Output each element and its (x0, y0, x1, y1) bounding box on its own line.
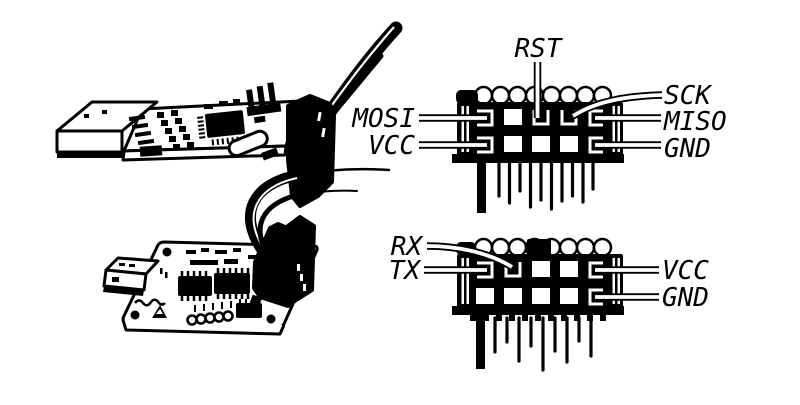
usb-programmer (55, 21, 403, 208)
serial-label-tx: TX (389, 256, 422, 286)
isp-wires (477, 158, 595, 213)
polarization-key (527, 239, 551, 255)
devboard-idc-connector (247, 215, 316, 312)
serial-body (457, 254, 623, 310)
isp-holes (504, 109, 578, 152)
serial-holes (476, 261, 578, 304)
mini-usb-jack (102, 256, 168, 296)
serial-connector: RX TX VCC GND (389, 232, 709, 372)
edge-fingers (128, 114, 163, 157)
warning-triangle (152, 305, 167, 318)
programmer-idc-connector (286, 94, 336, 208)
serial-label-vcc: VCC (662, 256, 709, 286)
isp-body (457, 102, 623, 158)
resistor-cluster (157, 99, 240, 150)
isp-label-mosi: MOSI (351, 104, 415, 134)
serial-leads (424, 242, 659, 301)
isp-ribbon-scallops (456, 85, 613, 106)
soic-chip-2 (214, 268, 250, 299)
usb-plug (55, 100, 159, 158)
isp-label-vcc: VCC (368, 131, 415, 161)
serial-label-rx: RX (391, 232, 424, 262)
devboard-pcb-edge (121, 319, 286, 336)
serial-crimp-teeth (470, 315, 606, 321)
isp-label-gnd: GND (664, 134, 711, 164)
mcu-chip (197, 110, 245, 146)
dev-board (102, 167, 391, 336)
isp-ear-slots (461, 106, 620, 152)
pad-row (186, 301, 234, 326)
serial-label-gnd: GND (662, 283, 709, 313)
logo-scribble (134, 298, 166, 307)
isp-flange (452, 154, 624, 163)
isp-label-sck: SCK (664, 81, 713, 111)
crystal-pad (261, 147, 279, 161)
board-ribbon-cable (244, 167, 391, 258)
crystal (227, 129, 269, 158)
isp-connector: RST MOSI VCC SCK MISO GND (351, 34, 727, 213)
jumper-header (246, 82, 282, 124)
isp-label-miso: MISO (663, 107, 727, 137)
serial-wires (476, 315, 593, 372)
soic-chip-1 (178, 271, 212, 301)
serial-flange (452, 306, 624, 315)
serial-ear-slots (461, 258, 620, 304)
serial-pin-sockets (477, 261, 603, 306)
isp-leads (419, 62, 663, 149)
isp-label-rst: RST (515, 34, 563, 64)
